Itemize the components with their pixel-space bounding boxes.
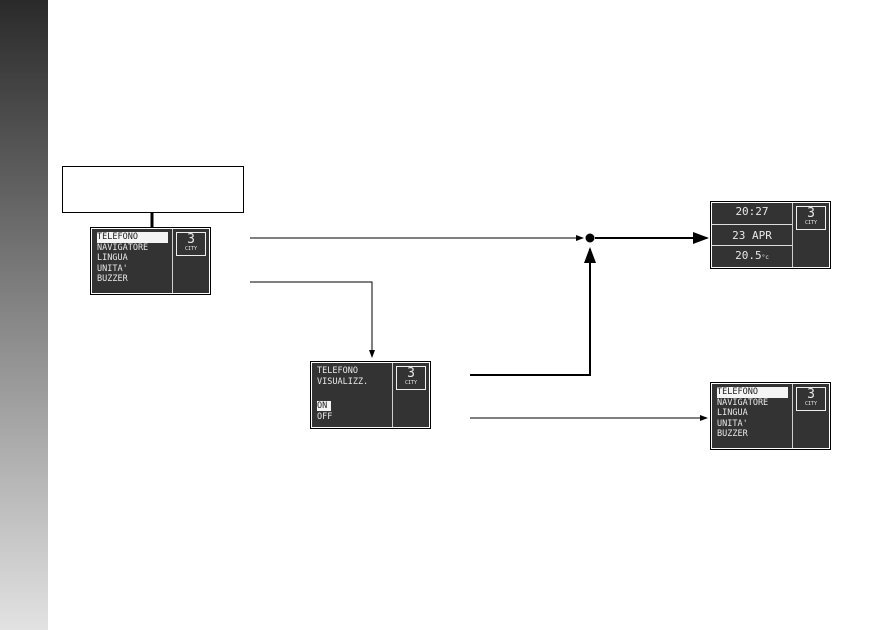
menu-item-buzzer: BUZZER xyxy=(97,274,128,284)
arrow-to-phone-display xyxy=(250,281,375,358)
option-off: OFF xyxy=(317,411,333,422)
menu-item-unita: UNITA' xyxy=(717,418,748,429)
option-on: ON xyxy=(317,401,332,411)
menu-item-telefono: TELEFONO xyxy=(97,232,168,243)
menu-item-lingua: LINGUA xyxy=(97,253,128,263)
menu-item-unita: UNITA' xyxy=(97,263,128,274)
date: 23 APR xyxy=(712,226,792,246)
temperature: 20.5°c xyxy=(735,249,769,262)
menu-item-navigatore: NAVIGATORE xyxy=(717,397,769,408)
menu-item-telefono: TELEFONO xyxy=(717,387,788,398)
menu-item-navigatore: NAVIGATORE xyxy=(97,242,149,253)
phone-line-1: TELEFONO xyxy=(317,366,358,376)
page-edge-gradient xyxy=(0,0,48,630)
phone-line-2: VISUALIZZ. xyxy=(317,376,369,387)
menu-item-buzzer: BUZZER xyxy=(717,429,748,439)
junction-dot xyxy=(585,233,595,243)
arrow-up-to-junction xyxy=(470,247,596,376)
menu-display-2: TELEFONO NAVIGATORE LINGUA UNITA' BUZZER… xyxy=(710,382,831,450)
menu-item-lingua: LINGUA xyxy=(717,408,748,418)
time: 20:27 xyxy=(712,205,792,225)
menu-display-1: TELEFONO NAVIGATORE LINGUA UNITA' BUZZER… xyxy=(90,227,211,295)
